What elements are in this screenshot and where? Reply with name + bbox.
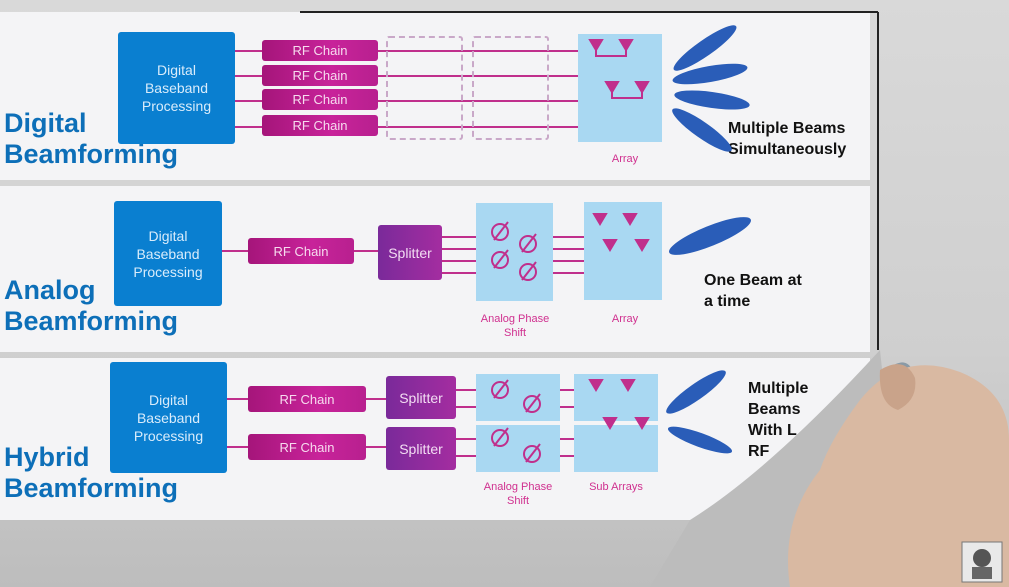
hybrid-phase-label: Analog Phase Shift (483, 481, 553, 507)
splitter-block: Splitter (378, 225, 442, 280)
placeholder-box (386, 36, 463, 140)
splitter-block: Splitter (386, 376, 456, 419)
phase-shifter-icon (491, 379, 541, 463)
beam-lobes (666, 370, 733, 454)
phase-shifter-block (476, 425, 560, 472)
hybrid-note: Multiple Beams With L RF (748, 380, 809, 460)
digital-array-label: Array (611, 153, 639, 165)
antenna-icon (588, 379, 650, 430)
analog-phase-label: Analog Phase Shift (480, 313, 550, 339)
rf-chain-block: RF Chain (262, 115, 378, 136)
beam-lobe (669, 217, 751, 255)
hybrid-subarray-label: Sub Arrays (589, 481, 643, 493)
splitter-block: Splitter (386, 427, 456, 470)
phase-shifter-block (476, 203, 553, 301)
phase-shifter-icon (491, 221, 537, 281)
hybrid-title: Hybrid Beamforming (4, 442, 179, 503)
hand-with-marker-icon (788, 362, 1009, 587)
analog-baseband-block: Digital Baseband Processing (114, 201, 222, 306)
digital-note: Multiple Beams Simultaneously (728, 120, 847, 158)
rf-chain-block: RF Chain (262, 65, 378, 86)
sub-array-block (574, 374, 658, 421)
analog-note: One Beam at a time (704, 272, 802, 310)
rf-chain-block: RF Chain (248, 434, 366, 460)
digital-title: Digital Beamforming (4, 108, 179, 169)
antenna-icon (592, 213, 650, 252)
signal-line (235, 100, 640, 102)
rf-chain-block: RF Chain (248, 238, 354, 264)
hybrid-baseband-block: Digital Baseband Processing (110, 362, 227, 473)
signal-line (235, 50, 640, 52)
placeholder-box (472, 36, 549, 140)
beam-lobes (672, 25, 750, 152)
digital-baseband-block: Digital Baseband Processing (118, 32, 235, 144)
sub-array-block (574, 425, 658, 472)
signal-line (235, 126, 640, 128)
rf-chain-block: RF Chain (262, 89, 378, 110)
signal-line (235, 75, 640, 77)
antenna-array-block (578, 34, 662, 142)
rf-chain-block: RF Chain (262, 40, 378, 61)
rf-chain-block: RF Chain (248, 386, 366, 412)
antenna-icon (588, 39, 650, 99)
phase-shifter-block (476, 374, 560, 421)
analog-title: Analog Beamforming (4, 275, 179, 336)
analog-array-label: Array (611, 313, 639, 325)
